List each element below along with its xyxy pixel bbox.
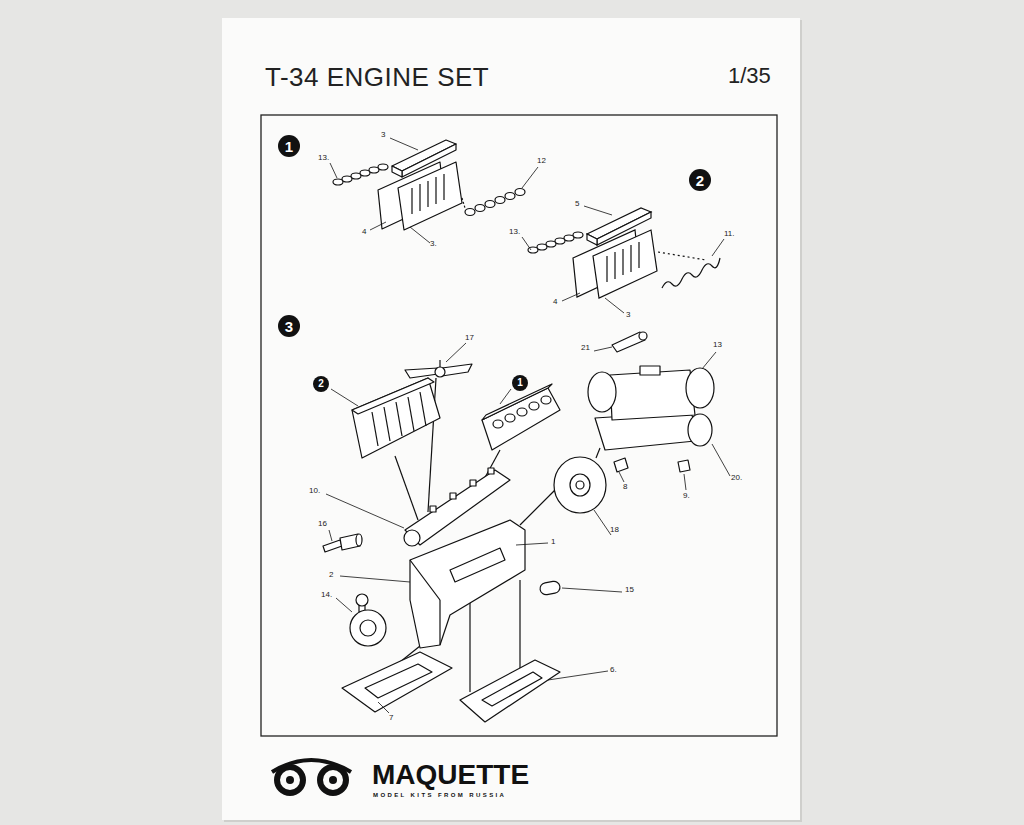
step-number: 2 (696, 173, 704, 188)
callout-number: 15 (625, 586, 634, 594)
callout-number: 9. (683, 492, 690, 500)
drawing-frame (261, 115, 777, 736)
callout-number: 18 (610, 526, 619, 534)
brand-tagline: MODEL KITS FROM RUSSIA (373, 792, 506, 798)
callout-number: 4 (362, 228, 366, 236)
callout-number: 12 (537, 157, 546, 165)
callout-number: 21 (581, 344, 590, 352)
callout-number: 1 (551, 538, 555, 546)
callout-number: 13. (509, 228, 520, 236)
callout-number: 4 (553, 298, 557, 306)
callout-number: 8 (623, 483, 627, 491)
brand-name: MAQUETTE (372, 761, 529, 789)
step-two-parts (528, 208, 720, 298)
sheet-title: T-34 ENGINE SET (265, 64, 489, 90)
step-three-assembly (323, 332, 714, 722)
step-marker: 1 (278, 135, 300, 157)
callout-number: 13 (713, 341, 722, 349)
callout-number: 16 (318, 520, 327, 528)
step-marker: 1 (512, 375, 528, 391)
callout-number: 7 (389, 714, 393, 722)
callout-number: 17 (465, 334, 474, 342)
step-number: 1 (517, 378, 523, 388)
step-one-parts (333, 140, 525, 230)
paper-sheet (222, 18, 802, 822)
step-number: 1 (285, 139, 293, 154)
callout-number: 3. (430, 240, 437, 248)
step-marker: 2 (313, 376, 329, 392)
step-number: 2 (318, 379, 324, 389)
maquette-logo-icon (272, 760, 351, 793)
callout-number: 2 (329, 571, 333, 579)
maquette-logo-icon (286, 776, 337, 784)
scale-label: 1/35 (728, 65, 771, 87)
callout-number: 10. (309, 487, 320, 495)
callout-number: 11. (724, 230, 735, 238)
step-number: 3 (285, 319, 293, 334)
step-marker: 2 (689, 169, 711, 191)
callout-number: 3 (626, 311, 630, 319)
callout-number: 20. (731, 474, 742, 482)
callout-number: 5 (575, 200, 579, 208)
callout-number: 13. (318, 154, 329, 162)
callout-number: 14. (321, 591, 332, 599)
step-marker: 3 (278, 315, 300, 337)
leader-lines (326, 138, 730, 713)
callout-number: 6. (610, 666, 617, 674)
callout-number: 3 (381, 131, 385, 139)
